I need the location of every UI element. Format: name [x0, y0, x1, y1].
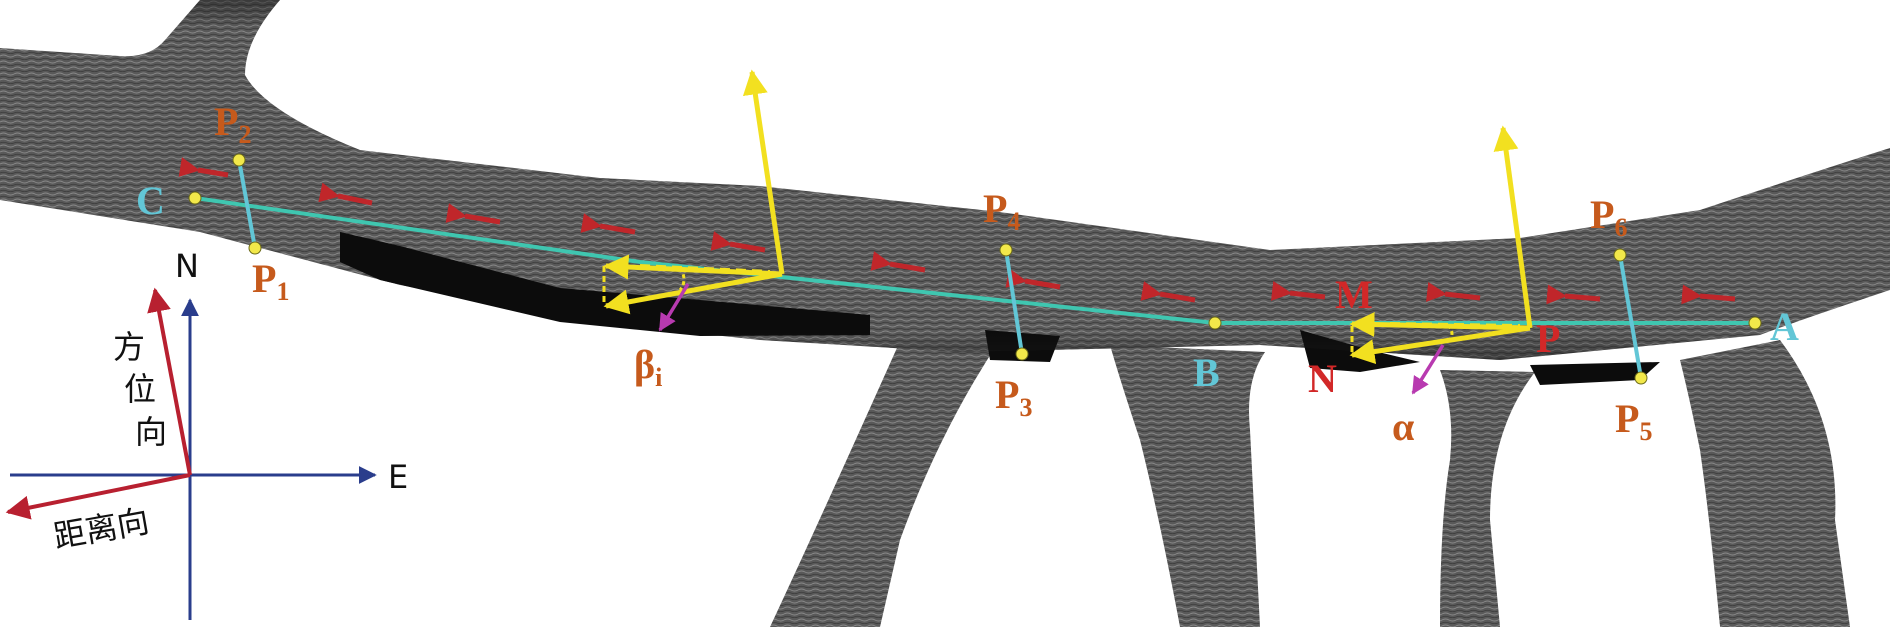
- vector-up-left: [742, 69, 785, 275]
- label-n: N: [1308, 356, 1337, 401]
- point-a: [1748, 316, 1762, 330]
- glacier-gap-2: [1250, 377, 1366, 627]
- label-p6: P6: [1590, 192, 1627, 242]
- shadow-under-p5: [1530, 362, 1660, 385]
- label-alpha: α: [1392, 404, 1414, 449]
- azimuth-label: 方 位 向: [113, 328, 167, 451]
- points: [188, 153, 1762, 385]
- flow-arrow: [1270, 281, 1326, 301]
- flow-arrow: [318, 182, 373, 206]
- cross-sections: [237, 159, 1643, 379]
- alpha-pointer: [1411, 344, 1445, 395]
- beta-pointer: [658, 283, 690, 332]
- label-p2: P2: [214, 99, 251, 149]
- range-axis: [5, 473, 191, 520]
- label-p1: P1: [252, 256, 289, 306]
- glacier-gap-3: [1507, 383, 1720, 627]
- flow-arrow: [1005, 268, 1061, 290]
- angle-pointers: [658, 283, 1445, 395]
- vector-diagonal-left: [603, 271, 783, 315]
- flow-arrows: [178, 157, 1736, 305]
- velocity-vectors: [602, 69, 1533, 364]
- label-beta: βi: [634, 342, 662, 392]
- glacier-tributary-1: [770, 330, 1000, 627]
- compass: N E 方 位 向 距离向: [5, 247, 408, 620]
- label-p3: P3: [995, 372, 1032, 422]
- point-p2: [232, 153, 246, 167]
- section-p5-p6: [1618, 254, 1643, 379]
- section-p3-p4: [1004, 249, 1024, 355]
- label-a: A: [1770, 304, 1799, 349]
- azimuth-axis: [147, 287, 192, 476]
- point-b: [1208, 316, 1222, 330]
- flow-arrow: [178, 157, 229, 178]
- point-p6: [1613, 248, 1627, 262]
- vector-projection-left: [639, 264, 771, 274]
- point-p5: [1634, 371, 1648, 385]
- label-b: B: [1193, 350, 1220, 395]
- angle-arc-alpha: [1446, 324, 1454, 344]
- glacier-tributary-3: [1440, 370, 1535, 627]
- glacier-tributary-2: [1110, 345, 1265, 627]
- point-c: [188, 191, 202, 205]
- flow-arrow: [445, 203, 501, 225]
- flow-arrow: [1140, 281, 1196, 303]
- label-p4: P4: [983, 186, 1020, 236]
- vector-diagonal-right: [1349, 325, 1531, 364]
- label-p: P: [1536, 316, 1560, 361]
- section-p1-p2: [237, 159, 257, 249]
- flow-arrow: [1546, 284, 1601, 305]
- flow-arrow: [1425, 282, 1481, 302]
- flow-arrow: [1681, 284, 1736, 305]
- point-p1: [248, 241, 262, 255]
- glacier-tributary-4: [1680, 340, 1850, 627]
- flow-arrow: [580, 213, 636, 235]
- flow-arrow: [710, 231, 766, 253]
- label-p5: P5: [1615, 396, 1652, 446]
- north-label: N: [175, 247, 199, 285]
- vector-projection-right: [1389, 322, 1521, 328]
- point-p3: [1015, 347, 1029, 361]
- label-c: C: [136, 178, 165, 223]
- range-label: 距离向: [51, 502, 152, 556]
- angle-arc-beta: [678, 267, 686, 291]
- vector-up-right: [1493, 125, 1533, 329]
- flow-arrow: [870, 251, 926, 273]
- label-m: M: [1335, 272, 1373, 317]
- point-p4: [999, 243, 1013, 257]
- east-label: E: [388, 458, 408, 496]
